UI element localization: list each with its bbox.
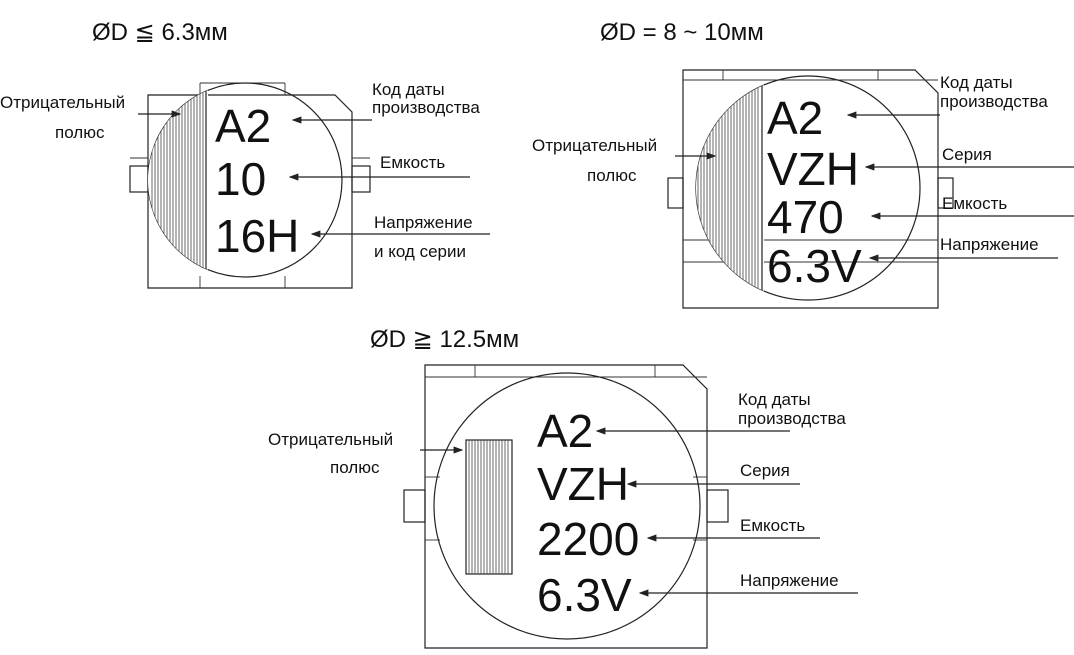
diagram-large-capacitor: ØD ≧ 12.5мм A2 VZ: [268, 326, 858, 649]
negative-pole-label-3a: Отрицательный: [268, 430, 393, 449]
voltage-label-2: Напряжение: [940, 235, 1039, 254]
series-label-3: Серия: [740, 461, 790, 480]
diagram-small-capacitor: ØD ≦ 6.3мм: [0, 19, 490, 289]
negative-polarity-stripe: [465, 439, 513, 575]
capacitance-label-3: Емкость: [740, 516, 805, 535]
marking-2-line-2: VZH: [767, 143, 859, 195]
right-terminal: [937, 177, 954, 209]
left-terminal: [667, 177, 684, 209]
series-label-2: Серия: [942, 145, 992, 164]
negative-pole-label-3b: полюс: [330, 458, 380, 477]
diagram-2-title: ØD = 8 ~ 10мм: [600, 19, 764, 46]
date-code-label-3a: Код даты: [738, 390, 811, 409]
marking-3-line-1: A2: [537, 405, 593, 457]
voltage-label-1b: и код серии: [374, 242, 466, 261]
capacitance-label-2: Емкость: [942, 194, 1007, 213]
negative-pole-label-1b: полюс: [55, 123, 105, 142]
marking-3-line-2: VZH: [537, 458, 629, 510]
diagram-1-title: ØD ≦ 6.3мм: [92, 19, 228, 46]
marking-1-line-3: 16H: [215, 210, 299, 262]
diagram-medium-capacitor: ØD = 8 ~ 10мм: [532, 19, 1074, 309]
right-terminal: [351, 165, 371, 193]
marking-1-line-1: A2: [215, 100, 271, 152]
capacitor-top-circle: [433, 372, 701, 640]
marking-2-line-4: 6.3V: [767, 240, 862, 292]
diagram-3-title: ØD ≧ 12.5мм: [370, 326, 519, 353]
marking-1-line-2: 10: [215, 153, 266, 205]
negative-polarity-stripe: [148, 83, 208, 277]
date-code-label-1b: производства: [372, 98, 480, 117]
capacitor-body-3: [403, 364, 729, 649]
left-terminal: [129, 165, 149, 193]
voltage-label-1a: Напряжение: [374, 213, 473, 232]
date-code-label-2a: Код даты: [940, 73, 1013, 92]
date-code-label-1a: Код даты: [372, 80, 445, 99]
capacitance-label-1: Емкость: [380, 153, 445, 172]
negative-pole-label-2b: полюс: [587, 166, 637, 185]
left-terminal: [403, 489, 426, 523]
date-code-label-2b: производства: [940, 92, 1048, 111]
date-code-label-3b: производства: [738, 409, 846, 428]
negative-polarity-stripe: [696, 76, 764, 300]
marking-2-line-3: 470: [767, 191, 844, 243]
voltage-label-3: Напряжение: [740, 571, 839, 590]
marking-3-line-3: 2200: [537, 513, 639, 565]
marking-3-line-4: 6.3V: [537, 569, 632, 621]
marking-2-line-1: A2: [767, 92, 823, 144]
negative-pole-label-1a: Отрицательный: [0, 93, 125, 112]
negative-pole-label-2a: Отрицательный: [532, 136, 657, 155]
right-terminal: [706, 489, 729, 523]
